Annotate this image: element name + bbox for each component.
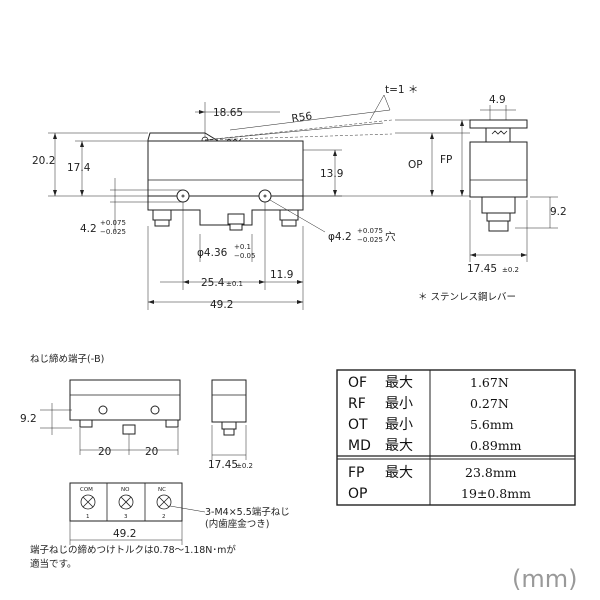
svg-text:穴: 穴 xyxy=(385,230,396,243)
spec-row-of: OF 最大 1.67N xyxy=(348,375,509,391)
dim-13-9: 13.9 xyxy=(320,168,343,180)
svg-text:−0.025: −0.025 xyxy=(100,228,126,236)
dim-20-2: 20.2 xyxy=(32,155,55,167)
dim-11-9: 11.9 xyxy=(270,269,293,281)
screw-front-body xyxy=(69,379,181,421)
torque-note-1: 端子ねじの締めつけトルクは0.78〜1.18N･mが xyxy=(30,544,236,556)
svg-text:NC: NC xyxy=(158,487,166,493)
side-view: 4.9 9.2 17.45 ±0.2 xyxy=(467,94,567,275)
screw-note-2: (内歯座金つき) xyxy=(205,518,269,530)
svg-text:OF: OF xyxy=(348,375,367,391)
svg-text:1.67N: 1.67N xyxy=(470,375,509,390)
svg-text:NO: NO xyxy=(121,487,130,493)
dim-4-2: 4.2 xyxy=(80,223,97,235)
terminal-com: COM 1 xyxy=(80,487,96,520)
screw-side-body xyxy=(211,379,247,423)
switch-body xyxy=(147,140,304,197)
svg-text:−0.05: −0.05 xyxy=(234,252,255,260)
svg-text:±0.1: ±0.1 xyxy=(226,280,243,288)
svg-text:最大: 最大 xyxy=(385,375,413,391)
dim-49-2: 49.2 xyxy=(210,299,233,311)
terminal-left xyxy=(152,209,172,221)
dim-phi-4-2: φ4.2 xyxy=(328,231,352,243)
mount-hole-left xyxy=(176,189,190,203)
dim-20-b: 20 xyxy=(145,446,158,458)
dim-25-4: 25.4 xyxy=(201,277,225,289)
unit-label: (mm) xyxy=(512,565,577,593)
dim-t1: t=1 ＊ xyxy=(385,84,418,96)
screw-terminal-variant: ねじ締め端子(-B) 9.2 20 20 17.45 ±0.2 CO xyxy=(20,353,290,570)
svg-text:−0.025: −0.025 xyxy=(357,236,383,244)
svg-text:0.89mm: 0.89mm xyxy=(470,438,522,453)
svg-text:MD: MD xyxy=(348,438,371,454)
screw-note-1: 3-M4×5.5端子ねじ xyxy=(205,506,290,518)
terminal-mid xyxy=(227,213,245,225)
dim-fp: FP xyxy=(440,154,452,166)
svg-text:±0.2: ±0.2 xyxy=(236,462,253,470)
spec-row-ot: OT 最小 5.6mm xyxy=(348,417,514,433)
dim-17-45-side: 17.45 xyxy=(467,263,497,275)
svg-text:OT: OT xyxy=(348,417,368,433)
svg-text:最大: 最大 xyxy=(385,465,413,481)
dim-18-65: 18.65 xyxy=(213,107,243,119)
spec-row-op: OP 19±0.8mm xyxy=(348,486,531,502)
svg-text:FP: FP xyxy=(348,465,365,481)
dim-9-2-screw: 9.2 xyxy=(20,413,37,425)
main-front-view: 18.65 R56 t=1 ＊ 20.2 17.4 13.9 OP xyxy=(32,84,470,311)
dim-17-45-screw: 17.45 xyxy=(208,459,238,471)
svg-text:最小: 最小 xyxy=(385,417,413,433)
dim-20-a: 20 xyxy=(98,446,111,458)
dim-op: OP xyxy=(408,159,423,171)
svg-text:最小: 最小 xyxy=(385,396,413,412)
lever-range-line xyxy=(204,119,393,141)
dim-r56: R56 xyxy=(291,110,313,125)
terminal-nc: NC 2 xyxy=(156,487,172,520)
dim-9-2-side: 9.2 xyxy=(550,206,567,218)
spec-row-rf: RF 最小 0.27N xyxy=(348,396,509,412)
svg-text:+0.075: +0.075 xyxy=(100,219,126,227)
terminal-no: NO 3 xyxy=(118,487,134,520)
mount-hole-right xyxy=(258,189,272,203)
spec-row-md: MD 最大 0.89mm xyxy=(348,438,522,454)
svg-text:±0.2: ±0.2 xyxy=(502,266,519,274)
lever-note: ＊ ステンレス鋼レバー xyxy=(418,291,516,303)
svg-text:19±0.8mm: 19±0.8mm xyxy=(461,486,531,501)
svg-text:1: 1 xyxy=(86,514,90,520)
screw-variant-title: ねじ締め端子(-B) xyxy=(30,353,104,365)
svg-text:23.8mm: 23.8mm xyxy=(465,465,517,480)
side-body xyxy=(469,141,528,198)
svg-text:RF: RF xyxy=(348,396,366,412)
svg-text:+0.1: +0.1 xyxy=(234,243,251,251)
svg-text:2: 2 xyxy=(162,514,166,520)
svg-text:OP: OP xyxy=(348,486,367,502)
dim-phi-4-36: φ4.36 xyxy=(197,247,228,259)
svg-text:最大: 最大 xyxy=(385,438,413,454)
svg-text:0.27N: 0.27N xyxy=(470,396,509,411)
svg-text:+0.075: +0.075 xyxy=(357,227,383,235)
svg-text:5.6mm: 5.6mm xyxy=(470,417,514,432)
svg-text:COM: COM xyxy=(80,487,93,493)
side-actuator xyxy=(485,127,511,143)
torque-note-2: 適当です。 xyxy=(30,558,77,570)
spec-table: OF 最大 1.67N RF 最小 0.27N OT 最小 5.6mm MD 最… xyxy=(336,369,576,506)
dim-4-9: 4.9 xyxy=(489,94,506,106)
spec-row-fp: FP 最大 23.8mm xyxy=(348,465,517,481)
svg-text:3: 3 xyxy=(124,514,128,520)
dim-49-2-screw: 49.2 xyxy=(113,528,136,540)
dim-17-4: 17.4 xyxy=(67,162,91,174)
